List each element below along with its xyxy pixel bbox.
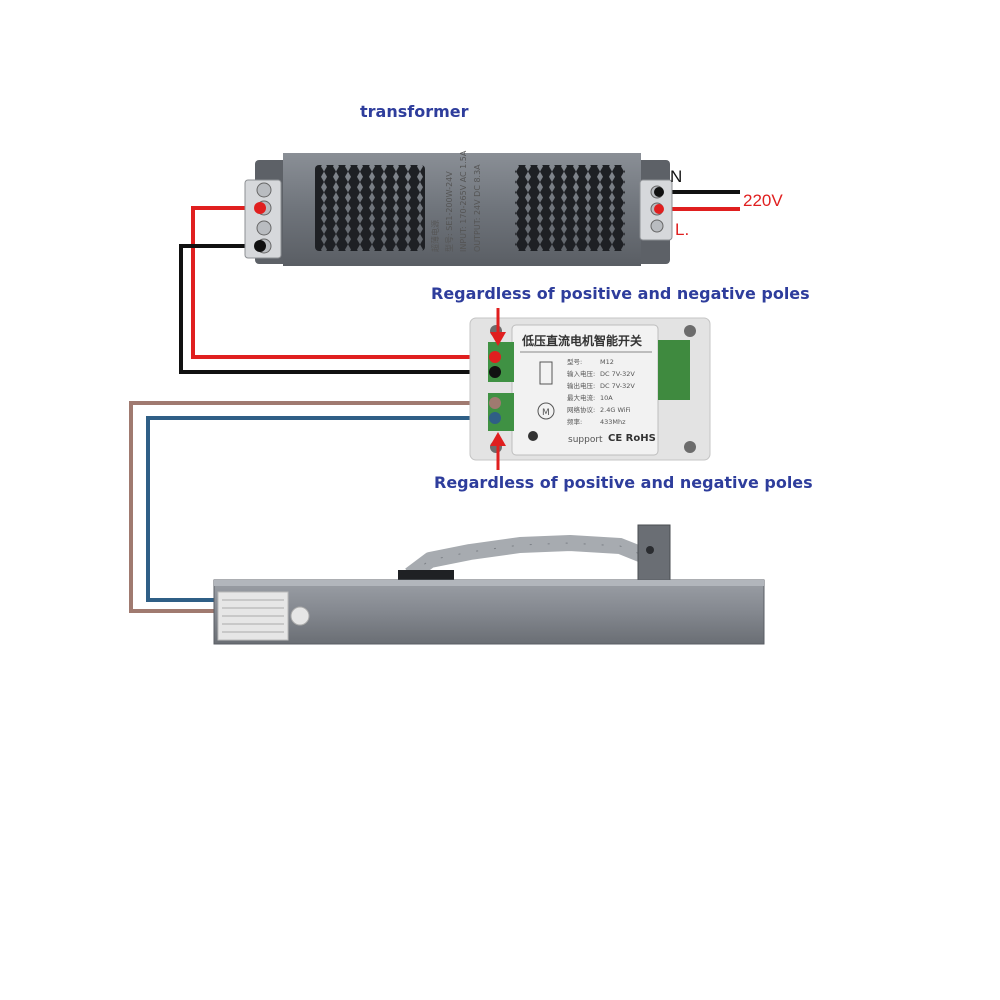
- poles-label-bottom: Regardless of positive and negative pole…: [434, 473, 813, 492]
- transformer-label: transformer: [360, 102, 469, 121]
- neutral-label: N: [670, 167, 682, 186]
- svg-text:最大电流:: 最大电流:: [567, 393, 595, 402]
- svg-text:433Mhz: 433Mhz: [600, 418, 626, 426]
- controller-support-text: support: [568, 435, 603, 445]
- motor-symbol-icon: M: [537, 402, 555, 420]
- actuator-bracket: [637, 524, 671, 581]
- svg-text:DC 7V-32V: DC 7V-32V: [600, 370, 635, 378]
- transformer: 超薄电源 型号: SE1-200W-24V INPUT: 170-265V AC…: [244, 150, 673, 266]
- svg-text:输出电压:: 输出电压:: [567, 381, 595, 390]
- controller-cert-text: CE RoHS: [608, 433, 656, 444]
- black-wire: [179, 244, 495, 374]
- actuator-chain: [405, 535, 648, 582]
- controller-out-blue-dot: [489, 412, 501, 424]
- svg-text:10A: 10A: [600, 394, 613, 402]
- chain-actuator: [213, 524, 765, 645]
- vent-grille-left: [315, 165, 425, 251]
- controller-spec-list: 型号: M12 输入电压: DC 7V-32V 输出电压: DC 7V-32V …: [567, 357, 635, 426]
- svg-text:超薄电源: 超薄电源: [430, 220, 440, 252]
- live-label: L.: [675, 220, 689, 239]
- controller-in-negative-dot: [489, 366, 501, 378]
- brown-wire: [129, 401, 495, 613]
- transformer-output-terminal: [244, 179, 282, 259]
- red-wire: [191, 206, 495, 359]
- controller-out-brown-dot: [489, 397, 501, 409]
- svg-text:INPUT: 170-265V AC 1.5A: INPUT: 170-265V AC 1.5A: [459, 150, 468, 252]
- poles-label-top: Regardless of positive and negative pole…: [431, 284, 810, 303]
- svg-text:M12: M12: [600, 358, 614, 366]
- controller-title: 低压直流电机智能开关: [521, 333, 642, 348]
- svg-text:2.4G WiFi: 2.4G WiFi: [600, 406, 631, 414]
- voltage-label: 220V: [743, 191, 783, 210]
- arrow-bottom: [490, 432, 506, 470]
- input-neutral-dot: [654, 187, 664, 197]
- controller-in-positive-dot: [489, 351, 501, 363]
- svg-text:频率:: 频率:: [567, 417, 582, 426]
- svg-text:型号: SE1-200W-24V: 型号: SE1-200W-24V: [445, 171, 454, 252]
- brand-logo-icon: [528, 431, 538, 441]
- svg-text:DC 7V-32V: DC 7V-32V: [600, 382, 635, 390]
- qc-seal-icon: [290, 606, 310, 626]
- vent-grille-right: [515, 165, 625, 251]
- svg-text:网络协议:: 网络协议:: [567, 405, 595, 414]
- transformer-plate: 超薄电源 型号: SE1-200W-24V INPUT: 170-265V AC…: [430, 150, 482, 252]
- input-live-dot: [654, 204, 664, 214]
- blue-wire: [146, 416, 495, 602]
- svg-text:输入电压:: 输入电压:: [567, 369, 595, 378]
- svg-text:型号:: 型号:: [567, 357, 582, 366]
- svg-text:OUTPUT: 24V DC 8.3A: OUTPUT: 24V DC 8.3A: [473, 164, 482, 252]
- output-negative-dot: [254, 240, 266, 252]
- output-positive-dot: [254, 202, 266, 214]
- arrow-top: [490, 308, 506, 346]
- svg-text:M: M: [542, 408, 550, 418]
- controller: 低压直流电机智能开关 型号: M12 输入电压: DC 7V-32V 输出电压:…: [469, 317, 711, 461]
- power-in-symbol-icon: [539, 361, 553, 385]
- wires: [129, 190, 740, 613]
